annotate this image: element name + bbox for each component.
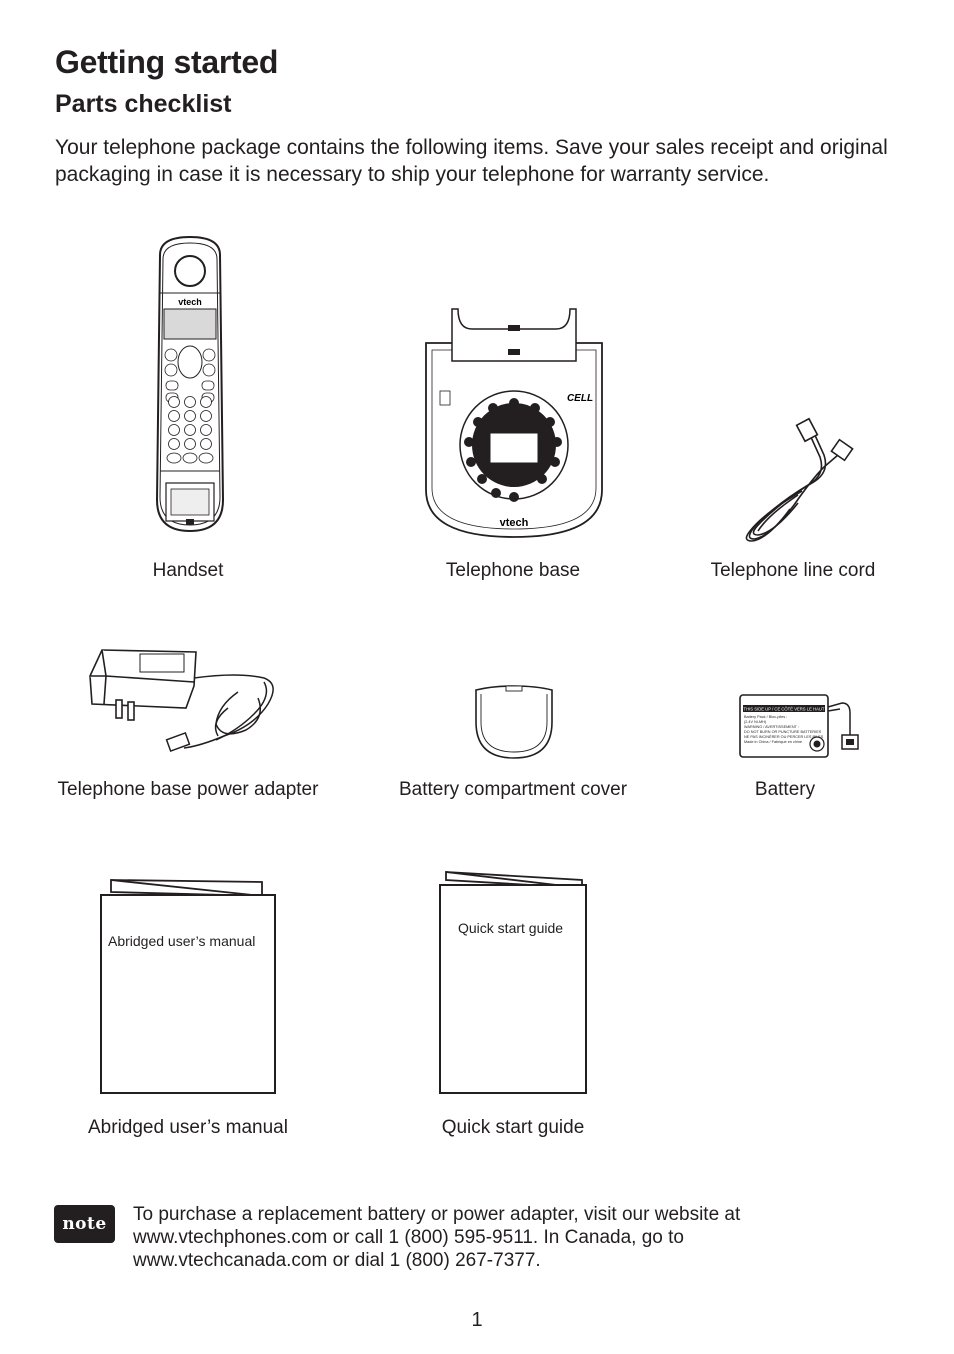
caption-power-adapter: Telephone base power adapter	[57, 779, 319, 800]
section-title: Parts checklist	[55, 90, 232, 118]
telephone-base-icon: CELL vtech	[422, 305, 606, 540]
battery-line: WARNING / AVERTISSEMENT :	[744, 725, 799, 729]
manual-icon: Abridged user’s manual	[98, 878, 280, 1096]
caption-manual: Abridged user’s manual	[88, 1117, 288, 1138]
battery-line: Battery Pack / Bloc-piles :	[744, 715, 787, 719]
power-adapter-icon	[88, 648, 278, 760]
caption-quick-guide: Quick start guide	[441, 1117, 585, 1138]
page-number: 1	[471, 1309, 483, 1331]
battery-icon: THIS SIDE UP / CE CÔTÉ VERS LE HAUT Batt…	[738, 693, 862, 759]
caption-handset: Handset	[152, 560, 224, 581]
intro-paragraph: Your telephone package contains the foll…	[55, 136, 888, 186]
caption-line-cord: Telephone line cord	[710, 560, 876, 581]
quick-guide-cover-label: Quick start guide	[458, 920, 564, 936]
base-cell-logo: CELL	[567, 393, 593, 404]
caption-telephone-base: Telephone base	[445, 560, 581, 581]
line-cord-icon	[738, 415, 868, 543]
battery-cover-icon	[472, 684, 556, 760]
manual-cover-label: Abridged user’s manual	[108, 933, 256, 949]
note-text: To purchase a replacement battery or pow…	[133, 1204, 741, 1271]
battery-line: DO NOT BURN OR PUNCTURE BATTERIES	[744, 730, 822, 734]
battery-line: Made in China / Fabriqué en chine	[744, 740, 802, 744]
battery-line: (2.4V Ni-MH)	[744, 720, 767, 724]
quick-guide-icon: Quick start guide	[438, 870, 590, 1096]
battery-header: THIS SIDE UP / CE CÔTÉ VERS LE HAUT	[744, 707, 825, 712]
page-title: Getting started	[55, 44, 279, 80]
handset-brand: vtech	[178, 297, 202, 307]
caption-battery-cover: Battery compartment cover	[398, 779, 628, 800]
caption-battery: Battery	[754, 779, 816, 800]
handset-icon: vtech	[150, 235, 230, 535]
battery-line: NE PAS INCINÉRER OU PERCER LES PILES	[744, 734, 824, 739]
base-brand: vtech	[500, 517, 529, 529]
note-badge: note	[54, 1205, 115, 1243]
